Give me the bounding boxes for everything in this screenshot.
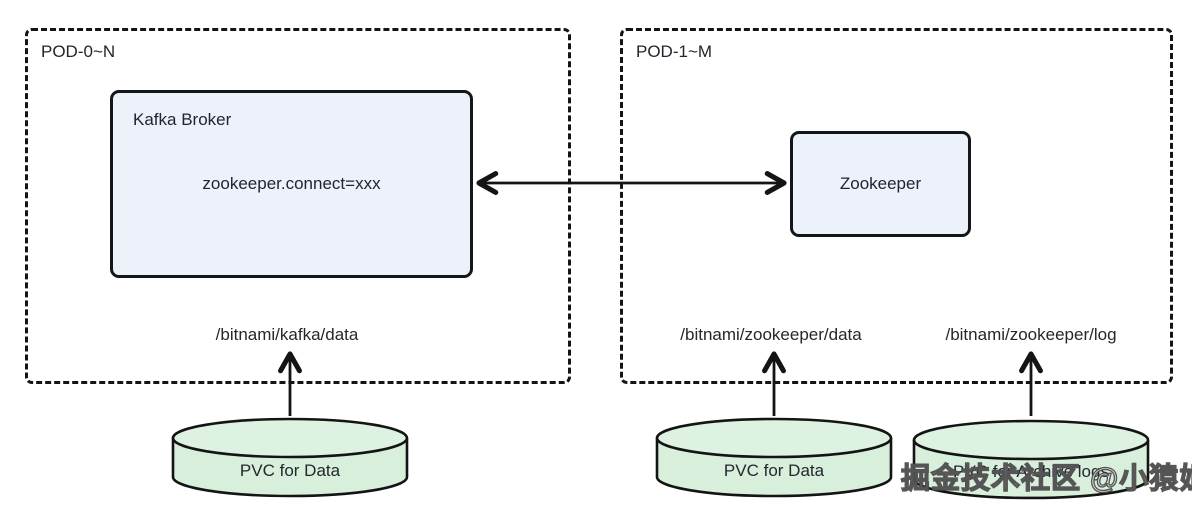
pod-box-zookeeper: POD-1~M: [620, 28, 1173, 384]
kafka-broker-title: Kafka Broker: [133, 110, 232, 129]
pvc-cylinder-icon: [171, 417, 409, 498]
pod-label-kafka: POD-0~N: [41, 42, 116, 61]
kafka-broker-config: zookeeper.connect=xxx: [202, 174, 381, 193]
kafka-broker-node: Kafka Broker zookeeper.connect=xxx: [110, 90, 473, 278]
mount-path-zookeeper-log: /bitnami/zookeeper/log: [945, 325, 1117, 344]
pvc-label-zookeeper-data: PVC for Data: [723, 461, 825, 480]
pod-label-zookeeper: POD-1~M: [636, 42, 713, 61]
pvc-label-kafka-data: PVC for Data: [239, 461, 341, 480]
zookeeper-title: Zookeeper: [839, 174, 922, 193]
mount-path-zookeeper-data: /bitnami/zookeeper/data: [680, 325, 862, 344]
watermark-text: 掘金技术社区 @小猿姐: [900, 462, 1192, 495]
pod-box-kafka: POD-0~N: [25, 28, 571, 384]
zookeeper-node: Zookeeper: [790, 131, 971, 237]
mount-path-kafka-data: /bitnami/kafka/data: [215, 325, 359, 344]
pvc-cylinder-icon: [655, 417, 893, 498]
